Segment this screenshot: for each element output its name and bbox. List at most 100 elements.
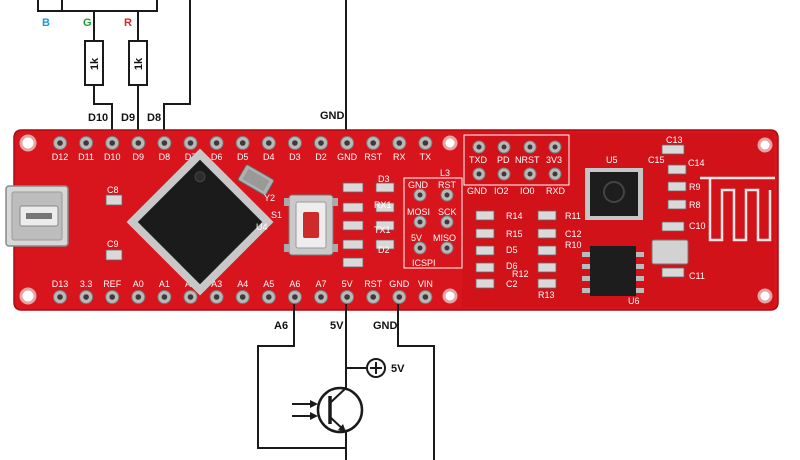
- icsp-label-rst: RST: [438, 180, 457, 190]
- header-pin-hole: [213, 140, 220, 146]
- header-pin-hole: [161, 140, 168, 146]
- esp-label-pd: PD: [497, 155, 510, 165]
- pin-label-a3: A3: [211, 279, 222, 289]
- esp-header: [463, 134, 570, 186]
- header-pin-hole: [239, 294, 246, 300]
- pin-label-a1: A1: [159, 279, 170, 289]
- header-pin-hole: [266, 140, 272, 146]
- pin-label-a7: A7: [315, 279, 326, 289]
- led-label-tx1: TX1: [374, 225, 391, 235]
- label-r15: R15: [506, 229, 523, 239]
- pin-label-d2: D2: [315, 152, 327, 162]
- label-c14: C14: [688, 158, 705, 168]
- label-u6: U6: [628, 296, 640, 306]
- header-pin-hole: [370, 140, 377, 146]
- mounting-hole: [19, 134, 37, 152]
- label-c2: C2: [506, 279, 518, 289]
- crystal-y2: [237, 164, 275, 196]
- pin-label-d9: D9: [133, 152, 145, 162]
- led-label-d2: D2: [378, 245, 390, 255]
- header-pin-hole: [187, 294, 194, 300]
- pin-label-33: 3.3: [80, 279, 93, 289]
- pin-label-d11: D11: [78, 152, 94, 162]
- label-r12: R12: [512, 269, 529, 279]
- header-pin-hole: [292, 294, 298, 300]
- label-r9: R9: [689, 182, 701, 192]
- pin-label-a5: A5: [263, 279, 274, 289]
- label-c13: C13: [666, 135, 683, 145]
- pin-label-a0: A0: [133, 279, 144, 289]
- pin-label-d5: D5: [237, 152, 249, 162]
- label-c11: C11: [689, 271, 705, 281]
- icsp-label-sck: SCK: [438, 207, 457, 217]
- label-c8: C8: [107, 185, 119, 195]
- esp-label-nrst: NRST: [515, 155, 540, 165]
- wire-label-5v: 5V: [330, 320, 344, 332]
- pin-label-d10: D10: [104, 152, 121, 162]
- label-r11: R11: [565, 211, 581, 221]
- pin-label-a4: A4: [237, 279, 248, 289]
- header-pin-hole: [344, 140, 350, 146]
- wire-label-b: B: [42, 17, 50, 29]
- header-pin-hole: [135, 140, 142, 146]
- top-pin-header: [53, 136, 433, 150]
- reset-button: [284, 194, 338, 256]
- label-r13: R13: [538, 290, 555, 300]
- wire-label-d8: D8: [147, 112, 161, 124]
- pin-label-rx: RX: [393, 152, 406, 162]
- esp-label-io2: IO2: [494, 186, 509, 196]
- label-l3: L3: [440, 168, 450, 178]
- label-c9: C9: [107, 239, 119, 249]
- wire-gnd-bottom: [397, 304, 435, 460]
- esp-label-txd: TXD: [469, 155, 488, 165]
- header-pin-hole: [396, 140, 403, 146]
- mounting-hole: [442, 288, 458, 304]
- pin-label-d12: D12: [52, 152, 69, 162]
- label-y2: Y2: [264, 193, 275, 203]
- header-pin-hole: [57, 294, 63, 300]
- pin-label-rst: RST: [364, 152, 383, 162]
- header-pin-hole: [83, 294, 89, 300]
- label-r8: R8: [689, 200, 701, 210]
- flash-chip-u6: [582, 246, 644, 296]
- pin-label-tx: TX: [420, 152, 432, 162]
- wire-label-d10: D10: [88, 112, 108, 124]
- label-d5: D5: [506, 245, 518, 255]
- esp-label-3v3: 3V3: [546, 155, 562, 165]
- wire-label-a6: A6: [274, 320, 288, 332]
- wire-a6: [257, 304, 346, 449]
- label-c12: C12: [565, 229, 582, 239]
- wire-label-d9: D9: [121, 112, 135, 124]
- rgb-led-bracket: [37, 0, 158, 12]
- esp-chip-u5: [585, 168, 643, 220]
- micro-usb-connector: [5, 185, 69, 247]
- header-pin-hole: [370, 294, 377, 300]
- pin-label-vin: VIN: [418, 279, 433, 289]
- phototransistor: [292, 386, 364, 434]
- icsp-label: ICSPI: [412, 258, 436, 268]
- icsp-label-miso: MISO: [433, 233, 456, 243]
- header-pin-hole: [239, 140, 246, 146]
- pcb-antenna: [700, 176, 775, 242]
- header-pin-hole: [396, 294, 403, 300]
- icsp-header: [403, 177, 463, 269]
- header-pin-hole: [187, 140, 194, 146]
- icsp-label-gnd: GND: [408, 180, 429, 190]
- pin-label-d13: D13: [52, 279, 69, 289]
- esp-label-gnd: GND: [467, 186, 488, 196]
- label-r14: R14: [506, 211, 523, 221]
- mounting-hole: [442, 135, 458, 151]
- wire-label-g: G: [83, 17, 92, 29]
- header-pin-hole: [292, 140, 298, 146]
- resistor-right-label: 1k: [133, 57, 145, 70]
- led-label-d3: D3: [378, 174, 390, 184]
- pin-label-gnd: GND: [337, 152, 358, 162]
- pin-label-5v: 5V: [342, 279, 353, 289]
- label-c15: C15: [648, 155, 665, 165]
- header-pin-hole: [83, 140, 89, 146]
- crystal-esp: [651, 239, 689, 265]
- mounting-hole: [19, 287, 37, 305]
- wire-label-r: R: [124, 17, 132, 29]
